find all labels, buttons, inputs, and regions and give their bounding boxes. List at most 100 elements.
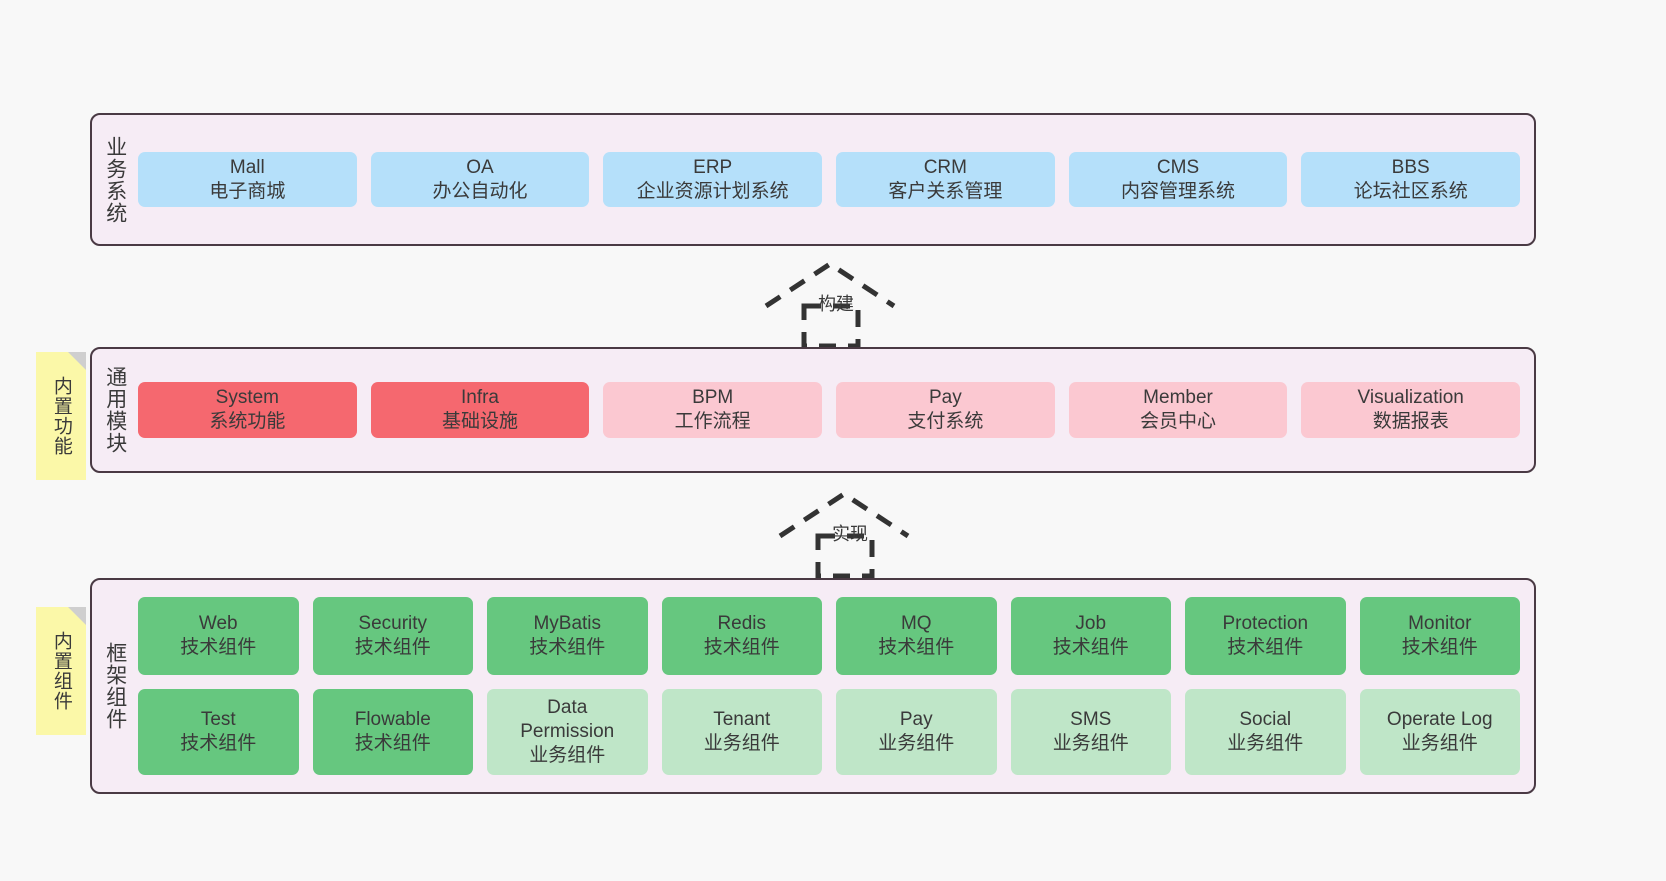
card-subtitle: 技术组件 xyxy=(1401,637,1478,658)
card-title: Member xyxy=(1143,387,1213,409)
card-subtitle: 客户关系管理 xyxy=(888,180,1003,202)
sticky-note-label: 内置组件 xyxy=(50,631,72,711)
card-data-permission[interactable]: Data Permission 业务组件 xyxy=(487,689,648,775)
card-title: Social xyxy=(1239,709,1292,731)
card-redis[interactable]: Redis 技术组件 xyxy=(661,597,822,675)
layer-common-module: 通用模块 System 系统功能 Infra 基础设施 BPM 工作流程 Pay… xyxy=(90,347,1536,473)
arrow-stem-build xyxy=(801,303,861,349)
card-subtitle: 技术组件 xyxy=(354,637,431,658)
card-title: Mall xyxy=(229,156,265,178)
card-operate-log[interactable]: Operate Log 业务组件 xyxy=(1359,689,1520,775)
card-subtitle: 技术组件 xyxy=(1052,637,1129,658)
card-subtitle: 办公自动化 xyxy=(432,180,528,202)
card-security[interactable]: Security 技术组件 xyxy=(312,597,473,675)
sticky-note-builtin-component: 内置组件 xyxy=(36,607,86,735)
card-test[interactable]: Test 技术组件 xyxy=(138,689,299,775)
card-subtitle: 数据报表 xyxy=(1372,411,1449,432)
connector-build: 构建 xyxy=(758,258,918,350)
card-sms[interactable]: SMS 业务组件 xyxy=(1010,689,1171,775)
connector-implement: 实现 xyxy=(772,488,932,580)
card-title: CRM xyxy=(923,156,967,178)
card-title: Test xyxy=(200,709,236,731)
layer-label-framework-component: 框架组件 xyxy=(103,642,127,730)
card-social[interactable]: Social 业务组件 xyxy=(1185,689,1346,775)
card-title: MQ xyxy=(900,613,932,635)
card-web[interactable]: Web 技术组件 xyxy=(138,597,299,675)
card-subtitle: 业务组件 xyxy=(529,744,606,766)
card-title: System xyxy=(215,387,280,409)
card-subtitle: 电子商城 xyxy=(209,180,286,202)
card-cms[interactable]: CMS 内容管理系统 xyxy=(1068,151,1288,208)
layer-body-business-system: Mall 电子商城 OA 办公自动化 ERP 企业资源计划系统 CRM 客户关系… xyxy=(138,115,1534,244)
card-subtitle: 内容管理系统 xyxy=(1121,180,1236,202)
card-subtitle: 基础设施 xyxy=(442,411,519,432)
card-pay-component[interactable]: Pay 业务组件 xyxy=(836,689,997,775)
card-title: ERP xyxy=(693,156,733,178)
card-crm[interactable]: CRM 客户关系管理 xyxy=(836,151,1055,208)
layer-label-business-system: 业务系统 xyxy=(103,135,127,224)
sticky-note-builtin-function: 内置功能 xyxy=(36,352,86,480)
card-monitor[interactable]: Monitor 技术组件 xyxy=(1359,597,1520,675)
layer-business-system: 业务系统 Mall 电子商城 OA 办公自动化 ERP 企业资源计划系统 CRM… xyxy=(90,113,1536,246)
sticky-note-label: 内置功能 xyxy=(50,376,72,456)
card-subtitle: 支付系统 xyxy=(907,411,984,432)
card-row: Web 技术组件 Security 技术组件 MyBatis 技术组件 Redi… xyxy=(138,597,1520,675)
card-bbs[interactable]: BBS 论坛社区系统 xyxy=(1301,151,1521,208)
connector-label-implement: 实现 xyxy=(832,524,868,544)
card-title: Operate Log xyxy=(1386,709,1493,731)
card-row: Mall 电子商城 OA 办公自动化 ERP 企业资源计划系统 CRM 客户关系… xyxy=(138,151,1521,208)
card-subtitle: 业务组件 xyxy=(1401,733,1478,754)
layer-framework-component: 框架组件 Web 技术组件 Security 技术组件 MyBatis 技术组件… xyxy=(90,578,1536,794)
card-subtitle: 技术组件 xyxy=(180,637,257,658)
card-title: MyBatis xyxy=(533,613,602,635)
card-oa[interactable]: OA 办公自动化 xyxy=(370,151,590,208)
card-title: Data Permission xyxy=(520,697,615,743)
connector-label-build: 构建 xyxy=(818,294,854,314)
card-pay[interactable]: Pay 支付系统 xyxy=(836,382,1055,438)
card-bpm[interactable]: BPM 工作流程 xyxy=(603,382,823,438)
card-row: Test 技术组件 Flowable 技术组件 Data Permission … xyxy=(138,689,1520,775)
card-member[interactable]: Member 会员中心 xyxy=(1068,382,1288,438)
card-subtitle: 论坛社区系统 xyxy=(1353,180,1468,202)
card-subtitle: 技术组件 xyxy=(180,733,257,754)
card-mall[interactable]: Mall 电子商城 xyxy=(138,151,357,208)
card-protection[interactable]: Protection 技术组件 xyxy=(1185,597,1346,675)
card-title: Tenant xyxy=(713,709,771,731)
card-flowable[interactable]: Flowable 技术组件 xyxy=(312,689,473,775)
card-subtitle: 技术组件 xyxy=(1227,637,1304,658)
card-title: SMS xyxy=(1070,709,1112,731)
folded-corner-icon xyxy=(68,607,86,625)
card-title: Flowable xyxy=(354,709,431,731)
card-infra[interactable]: Infra 基础设施 xyxy=(370,382,590,438)
card-title: Web xyxy=(198,613,238,635)
card-job[interactable]: Job 技术组件 xyxy=(1010,597,1171,675)
card-subtitle: 技术组件 xyxy=(354,733,431,754)
card-subtitle: 业务组件 xyxy=(1052,733,1129,754)
folded-corner-icon xyxy=(68,352,86,370)
card-title: Pay xyxy=(928,387,962,409)
card-tenant[interactable]: Tenant 业务组件 xyxy=(661,689,822,775)
card-title: Job xyxy=(1075,613,1107,635)
card-mybatis[interactable]: MyBatis 技术组件 xyxy=(487,597,648,675)
arrowhead-triangle-build xyxy=(764,261,896,309)
card-title: BPM xyxy=(692,387,734,409)
card-subtitle: 会员中心 xyxy=(1140,411,1217,432)
card-title: Visualization xyxy=(1357,387,1464,409)
card-title: Security xyxy=(358,613,428,635)
layer-body-framework-component: Web 技术组件 Security 技术组件 MyBatis 技术组件 Redi… xyxy=(138,580,1534,792)
card-title: Monitor xyxy=(1408,613,1472,635)
card-row: System 系统功能 Infra 基础设施 BPM 工作流程 Pay 支付系统… xyxy=(138,382,1521,438)
card-visualization[interactable]: Visualization 数据报表 xyxy=(1301,382,1521,438)
card-mq[interactable]: MQ 技术组件 xyxy=(836,597,997,675)
card-subtitle: 技术组件 xyxy=(529,637,606,658)
card-subtitle: 企业资源计划系统 xyxy=(636,180,789,202)
card-title: OA xyxy=(466,156,494,178)
card-subtitle: 业务组件 xyxy=(878,733,955,754)
card-erp[interactable]: ERP 企业资源计划系统 xyxy=(603,151,823,208)
card-subtitle: 业务组件 xyxy=(1227,733,1304,754)
card-system[interactable]: System 系统功能 xyxy=(138,382,357,438)
arrowhead-triangle-implement xyxy=(778,491,910,539)
card-subtitle: 工作流程 xyxy=(674,411,751,432)
layer-label-common-module: 通用模块 xyxy=(103,366,127,454)
